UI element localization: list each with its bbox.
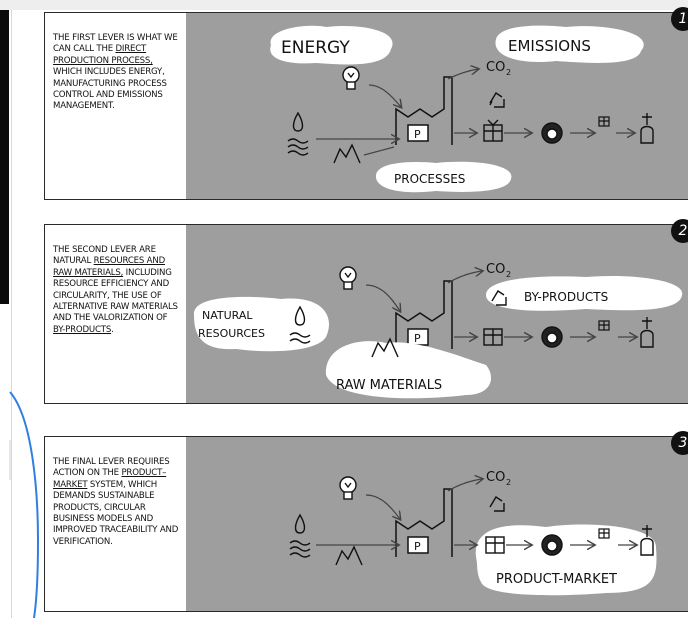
co2-label: CO [486,262,505,277]
product-market-bubble [475,524,657,596]
left-dark-edge [0,10,9,304]
scroll-curve [9,391,40,618]
lever-2-description: THE SECOND LEVER ARE NATURAL RESOURCES A… [53,245,178,335]
co2-label: CO [486,470,505,485]
grave-icon [640,317,654,348]
panel-2-number-badge: 2 [671,219,688,243]
person-icon [541,534,563,556]
lever-1-description: THE FIRST LEVER IS WHAT WE CAN CALL THE … [53,33,178,112]
water-icon [289,305,311,344]
mountain-icon [333,143,361,164]
person-icon [541,122,563,144]
recycle-icon [491,290,507,306]
gift-icon [483,328,503,346]
factory-p-label: P [414,540,421,553]
co2-subscript: 2 [506,270,511,279]
lever-panel-3: THE FINAL LEVER REQUIRES ACTION ON THE P… [44,431,688,612]
co2-subscript: 2 [506,68,511,77]
panel-3-number-badge: 3 [671,431,688,455]
small-gift-icon [598,320,610,331]
grave-icon [640,525,654,556]
factory-p-label: P [414,332,421,345]
lever-2-illustration: CO 2 BY-PRODUCTS NATURAL RESOURCES P [186,219,688,403]
panel-1-number-badge: 1 [671,7,688,31]
bulb-icon [339,266,357,290]
emissions-bubble [495,25,644,63]
factory-icon [395,280,453,349]
lever-3-description: THE FINAL LEVER REQUIRES ACTION ON THE P… [53,457,179,547]
raw-materials-bubble [325,341,492,399]
product-market-label: PRODUCT-MARKET [496,572,617,587]
co2-label: CO [486,60,505,75]
raw-materials-label: RAW MATERIALS [336,378,442,393]
lever-panel-2: THE SECOND LEVER ARE NATURAL RESOURCES A… [44,219,688,404]
factory-icon [395,76,453,145]
natural-label: NATURAL [202,309,253,322]
mountain-icon [335,545,363,566]
mountain-icon [371,337,399,358]
top-strip [0,0,688,10]
energy-bubble [270,25,393,65]
small-gift-icon [598,116,610,127]
water-icon [287,111,309,156]
bulb-icon [339,476,357,500]
lever-3-illustration: CO 2 P [186,431,688,611]
recycle-icon [489,496,505,512]
water-icon [289,513,311,558]
byproducts-bubble [486,275,683,311]
natural-resources-bubble [193,296,329,352]
energy-label: ENERGY [281,38,350,58]
lever-panel-1: THE FIRST LEVER IS WHAT WE CAN CALL THE … [44,7,688,200]
grave-icon [640,113,654,144]
small-gift-icon [598,528,610,539]
processes-bubble [375,161,512,193]
co2-subscript: 2 [506,478,511,487]
factory-icon [395,488,453,557]
bulb-icon [342,66,360,90]
left-divider [11,10,12,618]
gift-icon [485,536,505,554]
lever-1-illustration: ENERGY EMISSIONS CO 2 [186,7,688,199]
recycle-icon [489,92,505,108]
person-icon [541,326,563,348]
resources-label: RESOURCES [198,327,265,340]
byproducts-label: BY-PRODUCTS [524,290,608,304]
gift-icon [483,119,503,142]
processes-label: PROCESSES [394,172,465,186]
factory-p-label: P [414,128,421,141]
emissions-label: EMISSIONS [508,37,591,55]
